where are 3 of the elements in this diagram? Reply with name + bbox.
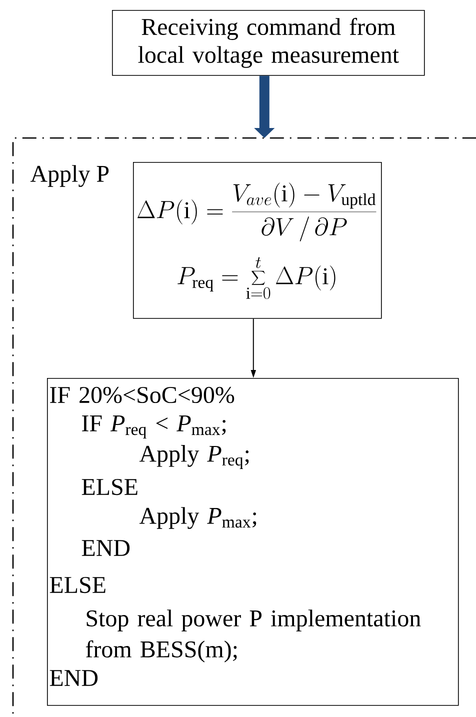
pseudocode-box: IF 20%<SoC<90% IF P$_{req}$ < P$_{max}$; Apply P$_{req}$; ELSE Apply P$_{max}$; END ELSE Stop real power P implementation from BESS(m); END bbox=[47, 378, 459, 706]
process-box: Receiving command from local voltage measurement bbox=[112, 10, 425, 76]
formula-box: $\Delta P(\mathrm{i}) = \frac{V_{ave}(\mathrm{i}) - V_{\mathrm{uptld}}}{\partial V \,/\, \partial P}$ $P_{\mathrm{req}} = \sum_{\mathrm{i}=0}^{t} \Delta P(\mathrm{i})$ bbox=[133, 162, 382, 319]
